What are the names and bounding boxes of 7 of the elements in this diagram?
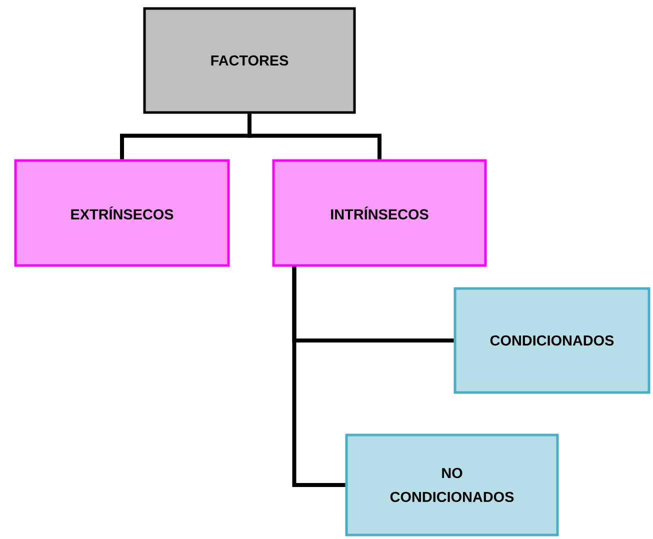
category-box: EXTRÍNSECOS	[14, 159, 230, 267]
title-box: FACTORES	[143, 7, 356, 114]
connector-line	[248, 114, 382, 160]
subcategory-box: NO CONDICIONADOS	[345, 434, 559, 536]
subcategory-box: CONDICIONADOS	[454, 287, 650, 394]
category-box: INTRÍNSECOS	[272, 159, 487, 267]
connector-line	[292, 266, 346, 487]
